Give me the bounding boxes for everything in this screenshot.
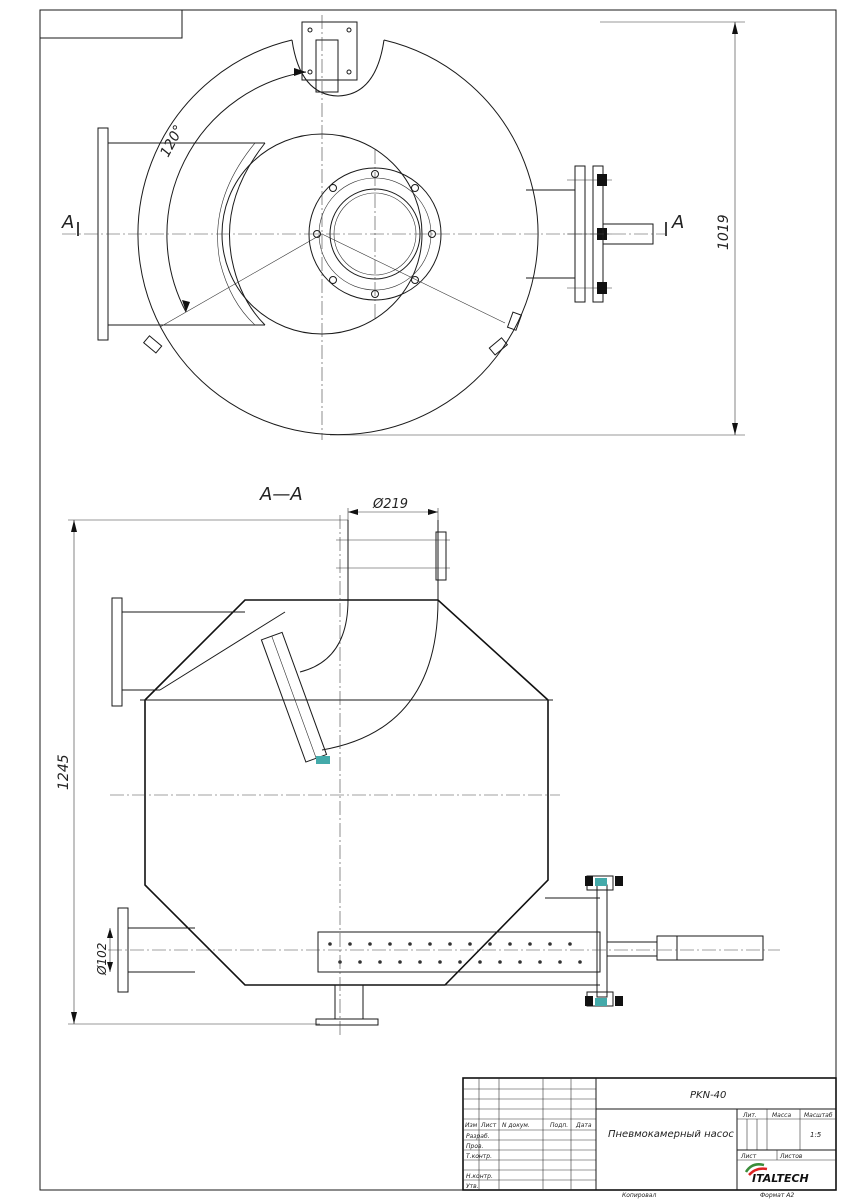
top-left-box: [39, 9, 183, 39]
section-title: A—A: [259, 484, 303, 505]
diameter-102: Ø102: [95, 943, 109, 976]
format-label: Формат A2: [760, 1192, 794, 1199]
section-mark-left: A: [61, 212, 74, 233]
scale-label: Масштаб: [804, 1112, 833, 1119]
section-mark-right: A: [671, 212, 684, 233]
rev-header-izm: Изм: [465, 1122, 478, 1129]
drawing-code: PKN-40: [690, 1090, 726, 1101]
lit-label: Лит.: [742, 1112, 757, 1119]
row-developer: Разраб.: [466, 1133, 490, 1140]
copied-label: Копировал: [622, 1192, 656, 1199]
section-view: A—A Ø219: [56, 484, 780, 1035]
rev-header-date: Дата: [575, 1122, 592, 1129]
diameter-219: Ø219: [372, 497, 408, 512]
company-name: ITALTECH: [752, 1172, 809, 1185]
drawing-name: Пневмокамерный насос: [608, 1129, 734, 1140]
rev-header-sign: Подп.: [550, 1122, 568, 1129]
scale-value: 1:5: [810, 1131, 822, 1139]
drawing-frame: [39, 9, 837, 1191]
angle-label: 120°: [157, 123, 187, 160]
sheets-label: Листов: [779, 1153, 803, 1160]
mass-label: Масса: [772, 1112, 791, 1119]
height-dimension-1019: 1019: [716, 214, 732, 250]
rev-header-doc: N ͏докум.: [502, 1122, 530, 1129]
row-tech-control: Т.контр.: [466, 1153, 492, 1160]
top-view: A A 120° 1019: [61, 15, 745, 440]
aerator-holes: [328, 942, 582, 964]
row-checked: Пров.: [466, 1143, 484, 1150]
row-norm-control: Н.контр.: [466, 1173, 493, 1180]
italtech-logo: ITALTECH: [744, 1163, 809, 1185]
rev-header-list: Лист: [480, 1122, 497, 1129]
row-approved: Утв.: [466, 1183, 479, 1190]
sheet-label: Лист: [740, 1153, 757, 1160]
flange-bolt-holes: [313, 170, 436, 298]
title-block: PKN-40 Пневмокамерный насос Изм Лист N ͏…: [462, 1077, 837, 1199]
height-dimension-1245: 1245: [56, 754, 72, 790]
